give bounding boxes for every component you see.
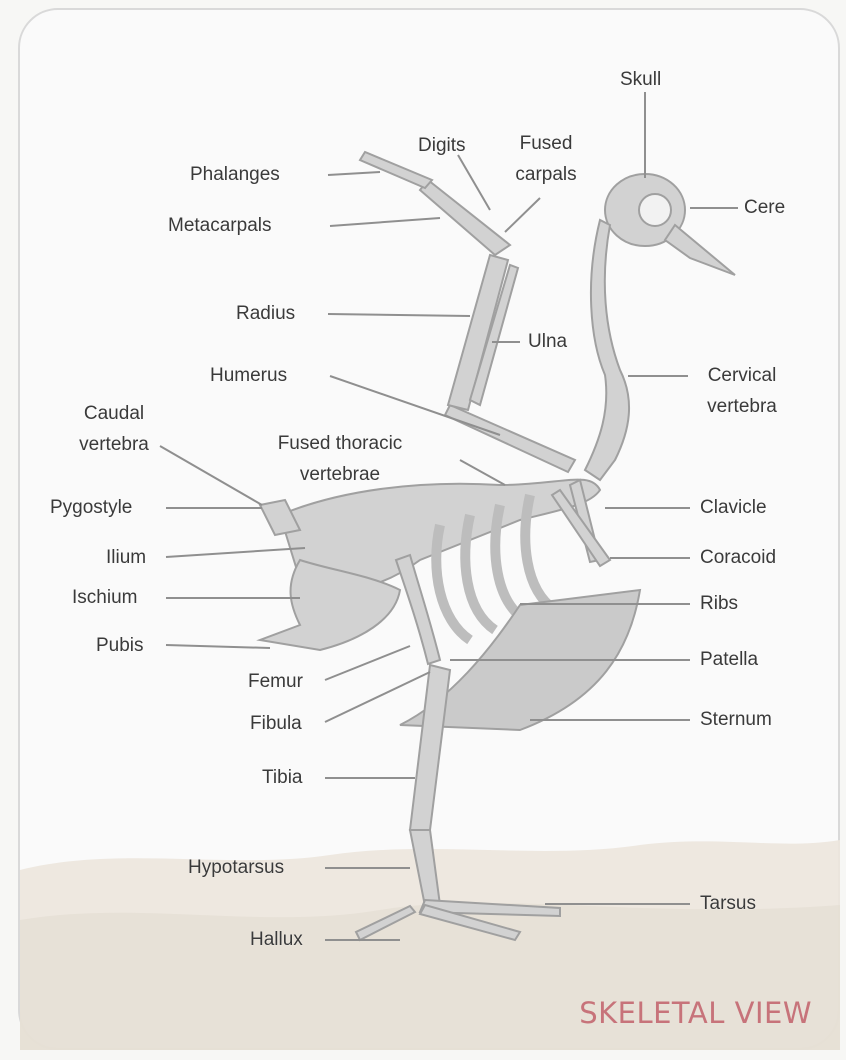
label-clavicle: Clavicle — [700, 494, 767, 522]
label-ilium: Ilium — [106, 544, 146, 572]
leader-pubis — [166, 645, 270, 648]
label-patella: Patella — [700, 646, 758, 674]
label-caudal-line1: Caudal — [64, 398, 164, 429]
label-radius: Radius — [236, 300, 295, 328]
leader-fused-thoracic — [460, 460, 505, 485]
label-ulna: Ulna — [528, 328, 567, 356]
label-femur: Femur — [248, 668, 303, 696]
label-fused-carpals: Fused carpals — [506, 128, 586, 190]
beak-bone — [665, 225, 735, 275]
label-pygostyle: Pygostyle — [50, 494, 132, 522]
label-sternum: Sternum — [700, 706, 772, 734]
skeletal-view-title: SKELETAL VIEW — [579, 996, 812, 1030]
label-ischium: Ischium — [72, 584, 137, 612]
leader-digits — [458, 155, 490, 210]
label-cere: Cere — [744, 194, 785, 222]
label-caudal-vertebra: Caudal vertebra — [64, 398, 164, 460]
label-cervical-vertebra: Cervical vertebra — [692, 360, 792, 422]
pygostyle-bone — [260, 500, 300, 535]
label-phalanges: Phalanges — [190, 161, 280, 189]
leader-ilium — [166, 548, 305, 557]
leader-fibula — [325, 672, 430, 722]
label-pubis: Pubis — [96, 632, 144, 660]
leader-femur — [325, 646, 410, 680]
label-fused-thoracic-line2: vertebrae — [252, 459, 428, 490]
tibia-bone — [410, 665, 450, 830]
label-tibia: Tibia — [262, 764, 302, 792]
label-fused-carpals-line1: Fused — [506, 128, 586, 159]
label-humerus: Humerus — [210, 362, 287, 390]
label-ribs: Ribs — [700, 590, 738, 618]
label-hallux: Hallux — [250, 926, 303, 954]
label-caudal-line2: vertebra — [64, 429, 164, 460]
leader-metacarpals — [330, 218, 440, 226]
label-metacarpals: Metacarpals — [168, 212, 272, 240]
label-fused-thoracic: Fused thoracic vertebrae — [252, 428, 428, 490]
label-fused-thoracic-line1: Fused thoracic — [252, 428, 428, 459]
neck-bone — [585, 220, 629, 480]
leader-radius — [328, 314, 470, 316]
skeleton-bones — [260, 152, 735, 940]
leader-caudal — [160, 446, 262, 505]
label-tarsus: Tarsus — [700, 890, 756, 918]
label-fused-carpals-line2: carpals — [506, 159, 586, 190]
label-cervical-line1: Cervical — [692, 360, 792, 391]
label-coracoid: Coracoid — [700, 544, 776, 572]
label-hypotarsus: Hypotarsus — [188, 854, 284, 882]
label-digits: Digits — [418, 132, 466, 160]
label-cervical-line2: vertebra — [692, 391, 792, 422]
leader-fused-carpals — [505, 198, 540, 232]
label-skull: Skull — [620, 66, 661, 94]
leader-phalanges — [328, 172, 380, 175]
label-fibula: Fibula — [250, 710, 302, 738]
